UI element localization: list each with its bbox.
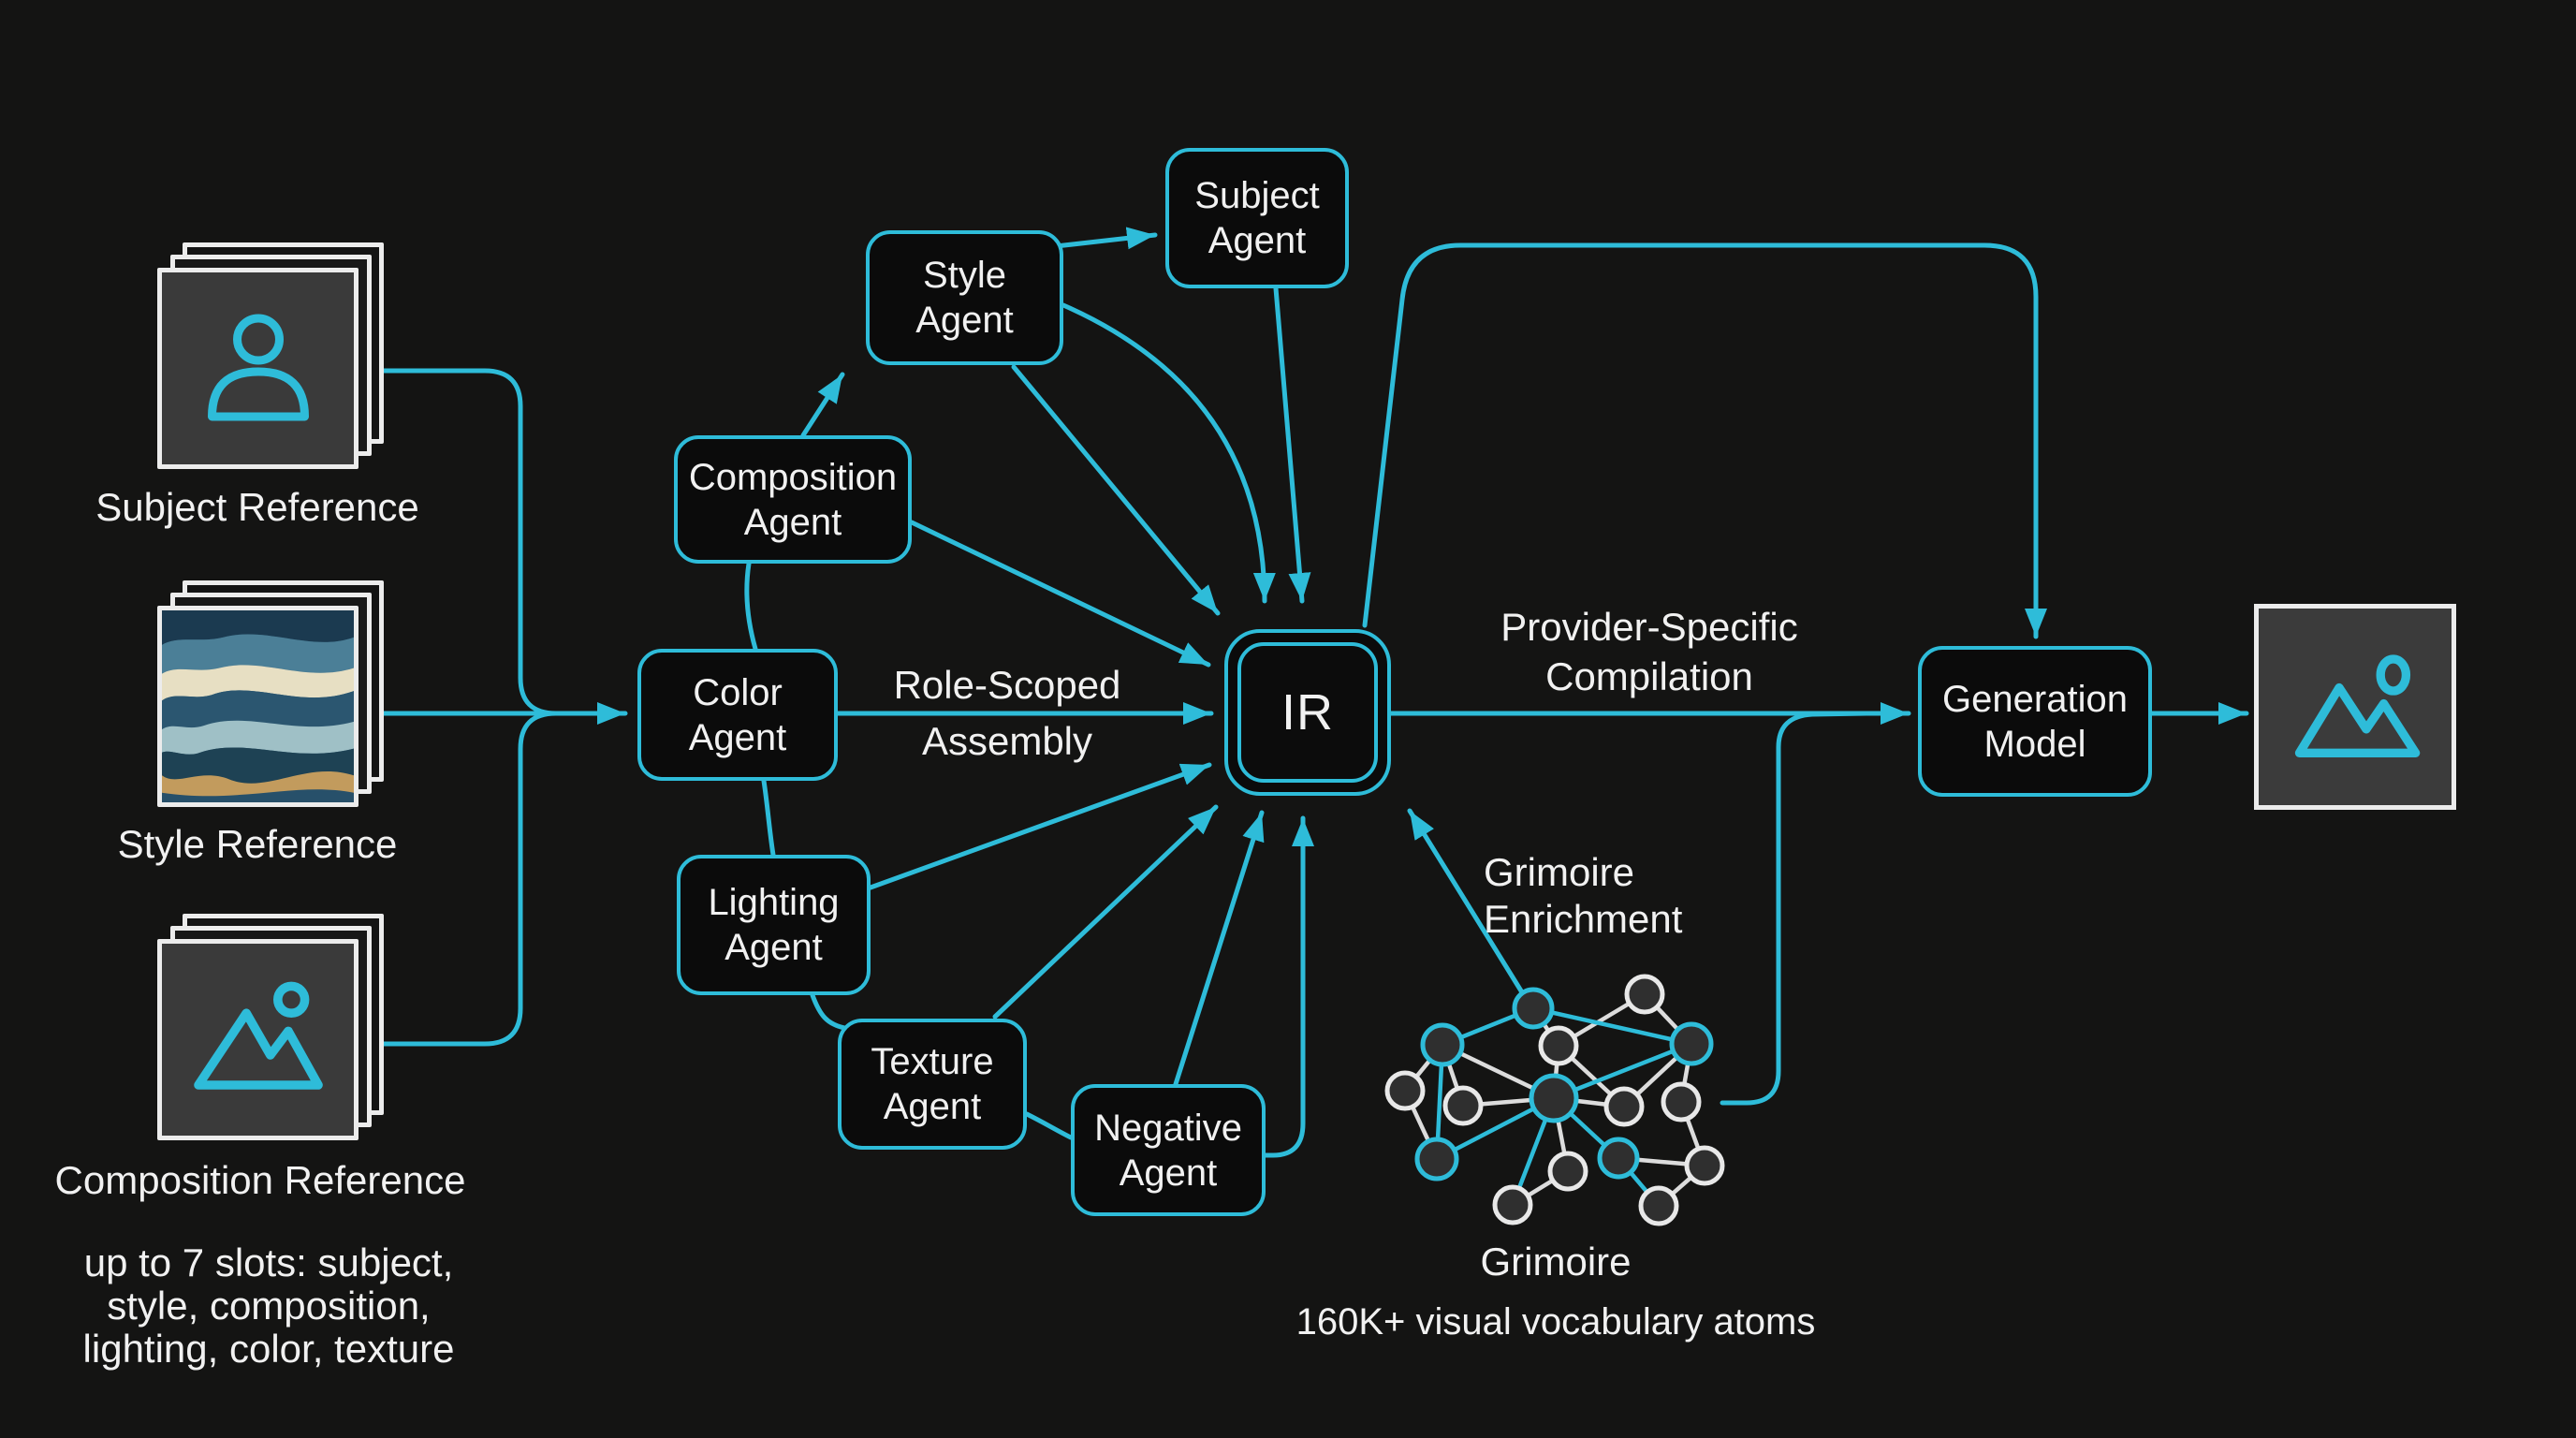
wire-grimoire-to-compilation xyxy=(1720,711,1869,1106)
landscape-icon xyxy=(193,981,323,1090)
style-agent-label: Agent xyxy=(915,300,1014,341)
arrow-texture-to-ir xyxy=(992,804,1219,1020)
color-agent-label: Color xyxy=(693,671,783,713)
composition-agent-label: Agent xyxy=(743,501,842,543)
composition-reference-label: Composition Reference xyxy=(54,1158,466,1202)
subject-agent-box: Subject Agent xyxy=(1165,148,1349,288)
generation-model-label: Generation xyxy=(1942,678,2128,720)
wave-painting-thumbnail xyxy=(162,610,354,802)
grimoire-enrichment-label: Enrichment xyxy=(1484,897,1683,941)
composition-agent-box: Composition Agent xyxy=(674,435,912,564)
grimoire-subtitle: 160K+ visual vocabulary atoms xyxy=(1295,1301,1816,1343)
arrow-style-to-subject xyxy=(1053,227,1158,250)
slots-note-line: up to 7 slots: subject, xyxy=(83,1240,454,1284)
arrow-style-to-ir xyxy=(1011,364,1221,616)
role-scoped-label: Role-Scoped xyxy=(893,663,1121,707)
composition-reference-card xyxy=(157,939,359,1140)
wire-subject-ref-to-bus xyxy=(380,368,559,716)
generation-model-label: Model xyxy=(1983,723,2086,765)
slots-note: up to 7 slots: subject, style, compositi… xyxy=(25,1241,512,1371)
provider-compilation-label: Compilation xyxy=(1545,654,1753,698)
texture-agent-label: Texture xyxy=(871,1041,994,1082)
arrow-ir-loop-to-generation-model xyxy=(1362,242,2047,639)
ir-box: IR xyxy=(1224,629,1391,796)
style-agent-box: Style Agent xyxy=(866,230,1063,365)
arrow-negative-to-ir xyxy=(1173,810,1265,1087)
provider-compilation-label: Provider-Specific xyxy=(1500,605,1798,649)
style-reference-label: Style Reference xyxy=(117,822,398,866)
generation-model-box: Generation Model xyxy=(1918,646,2152,797)
lighting-agent-label: Lighting xyxy=(708,882,840,923)
wire-composition-ref-to-bus xyxy=(380,711,559,1047)
color-agent-label: Agent xyxy=(688,716,787,758)
link-composition-color xyxy=(744,561,758,652)
arrow-negative-loop-to-ir xyxy=(1263,815,1314,1158)
slots-note-line: style, composition, xyxy=(107,1284,431,1328)
arrow-lighting-to-ir xyxy=(868,762,1212,890)
network-nodes xyxy=(1384,974,1725,1226)
grimoire-network-graph xyxy=(1384,974,1725,1226)
texture-agent-box: Texture Agent xyxy=(838,1019,1027,1150)
texture-agent-label: Agent xyxy=(883,1086,982,1127)
lighting-agent-box: Lighting Agent xyxy=(677,855,871,995)
style-reference-card xyxy=(157,606,359,807)
negative-agent-label: Negative xyxy=(1094,1107,1242,1149)
grimoire-enrichment-label: Grimoire xyxy=(1484,850,1635,894)
lighting-agent-label: Agent xyxy=(724,927,823,968)
style-agent-label: Style xyxy=(923,255,1006,296)
person-icon xyxy=(207,314,309,420)
link-color-lighting xyxy=(761,778,776,858)
negative-agent-label: Agent xyxy=(1119,1152,1218,1194)
style-reference-stack xyxy=(157,580,384,807)
ir-label: IR xyxy=(1281,684,1334,741)
subject-reference-label: Subject Reference xyxy=(95,485,419,529)
arrow-composition-to-style xyxy=(800,372,845,438)
ir-inner-box: IR xyxy=(1237,642,1378,783)
composition-agent-label: Composition xyxy=(688,456,898,498)
landscape-icon xyxy=(2294,654,2421,757)
arrow-style-curve-to-ir xyxy=(1061,302,1276,604)
subject-agent-label: Agent xyxy=(1208,220,1307,261)
composition-reference-stack xyxy=(157,914,384,1140)
color-agent-box: Color Agent xyxy=(637,649,838,781)
arrow-subject-to-ir xyxy=(1273,286,1311,604)
negative-agent-box: Negative Agent xyxy=(1071,1084,1266,1216)
role-scoped-label: Assembly xyxy=(921,719,1093,763)
link-texture-negative xyxy=(1024,1111,1074,1140)
subject-reference-stack xyxy=(157,242,384,469)
subject-agent-label: Subject xyxy=(1194,175,1320,216)
grimoire-title: Grimoire xyxy=(1480,1240,1632,1284)
link-lighting-texture xyxy=(810,992,847,1031)
arrow-composition-to-ir xyxy=(909,520,1211,668)
arrow-grimoire-enrichment-to-ir xyxy=(1407,808,1525,995)
output-image-frame xyxy=(2254,604,2456,810)
slots-note-line: lighting, color, texture xyxy=(82,1327,455,1371)
subject-reference-card xyxy=(157,268,359,469)
